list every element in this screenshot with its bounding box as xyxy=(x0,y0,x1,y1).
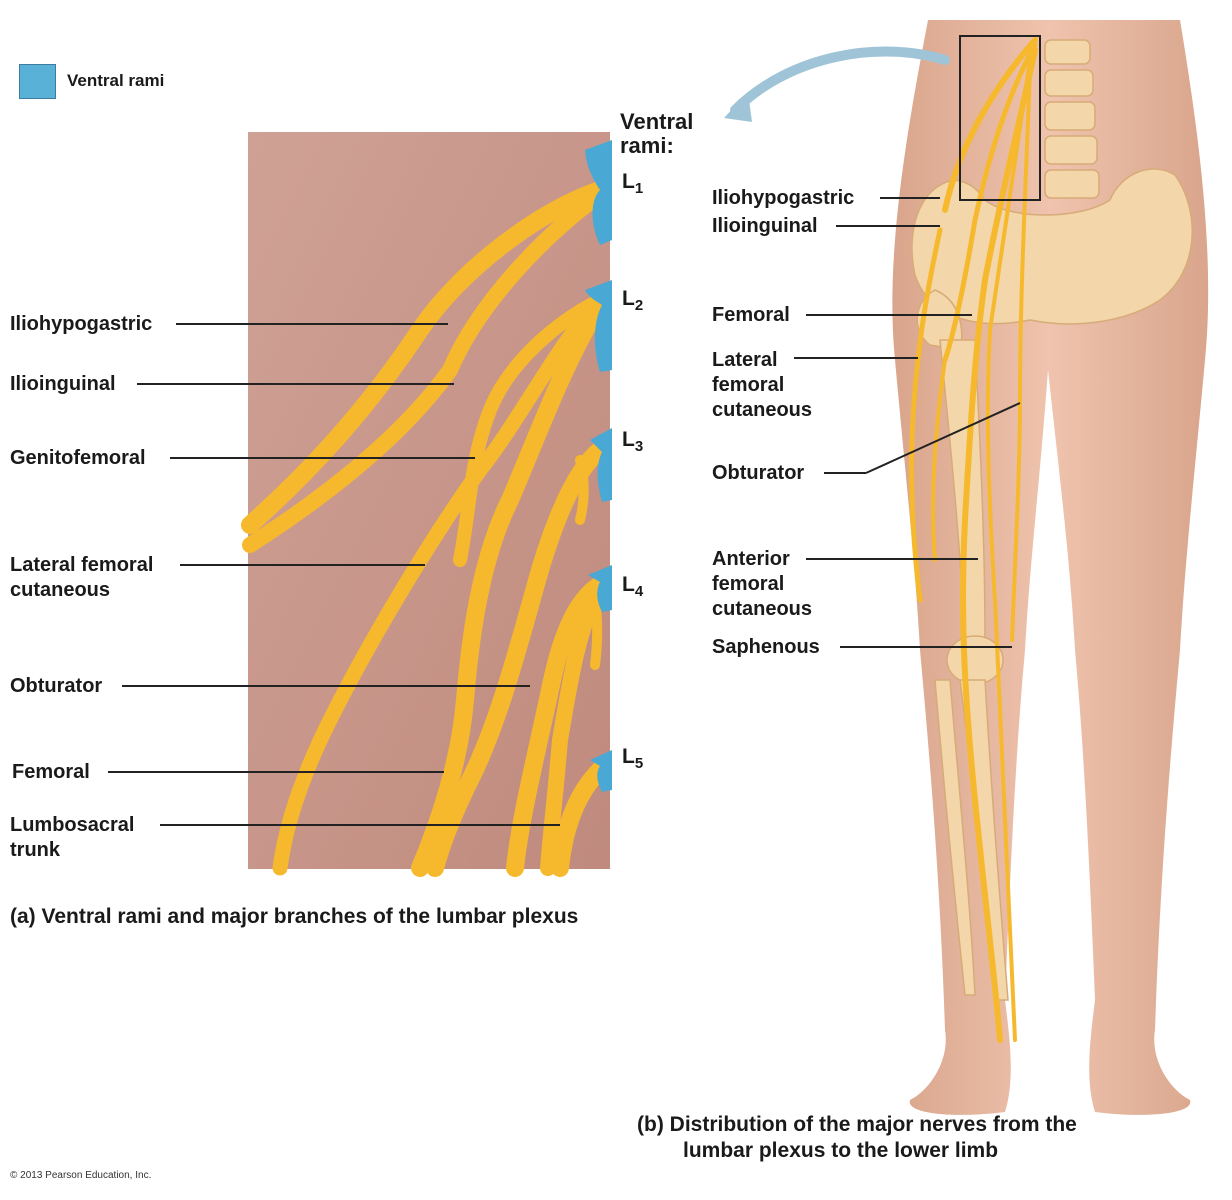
leader-line xyxy=(840,646,1012,648)
leader-line xyxy=(176,323,448,325)
caption-a: (a) Ventral rami and major branches of t… xyxy=(10,905,579,928)
level-l2: L2 xyxy=(622,287,644,315)
leader-line xyxy=(836,225,940,227)
leader-line xyxy=(170,457,475,459)
caption-b: (b) Distribution of the major nerves fro… xyxy=(637,1112,1077,1164)
legend-label: Ventral rami xyxy=(67,71,165,90)
leader-line xyxy=(122,685,530,687)
level-l5: L5 xyxy=(622,745,644,773)
rami-heading-line: Ventral xyxy=(620,109,694,134)
magnify-box xyxy=(959,35,1041,201)
level-l3: L3 xyxy=(622,428,644,456)
magnify-arrow xyxy=(730,46,950,115)
label-iliohypogastric: Iliohypogastric xyxy=(10,313,153,335)
rami-heading-line: rami: xyxy=(620,133,674,158)
leader-line xyxy=(880,197,940,199)
leader-line xyxy=(794,357,918,359)
label-b-femoral: Femoral xyxy=(712,304,790,326)
leader-line xyxy=(160,824,560,826)
leader-line xyxy=(137,383,454,385)
legend-swatch xyxy=(19,64,56,99)
plexus-rami xyxy=(585,140,612,792)
level-l4: L4 xyxy=(622,573,644,601)
leader-line xyxy=(108,771,444,773)
label-genitofemoral: Genitofemoral xyxy=(10,447,146,469)
leader-line xyxy=(180,564,425,566)
caption-b-line: (b) Distribution of the major nerves fro… xyxy=(637,1113,1077,1136)
level-l1: L1 xyxy=(622,170,644,198)
label-b-obturator: Obturator xyxy=(712,462,805,484)
label-b-iliohypogastric: Iliohypogastric xyxy=(712,187,855,209)
magnify-arrowhead xyxy=(724,92,752,122)
label-ilioinguinal: Ilioinguinal xyxy=(10,373,116,395)
plexus-nerves xyxy=(241,181,609,877)
leader-line xyxy=(806,314,972,316)
leader-line xyxy=(824,472,866,474)
ventral-rami-heading: Ventral rami: xyxy=(620,110,693,158)
caption-b-line: lumbar plexus to the lower limb xyxy=(683,1139,999,1162)
label-femoral: Femoral xyxy=(12,761,90,783)
leader-line xyxy=(806,558,978,560)
label-obturator: Obturator xyxy=(10,675,103,697)
label-b-saphenous: Saphenous xyxy=(712,636,820,658)
label-b-ilioinguinal: Ilioinguinal xyxy=(712,215,818,237)
copyright: © 2013 Pearson Education, Inc. xyxy=(10,1170,152,1181)
